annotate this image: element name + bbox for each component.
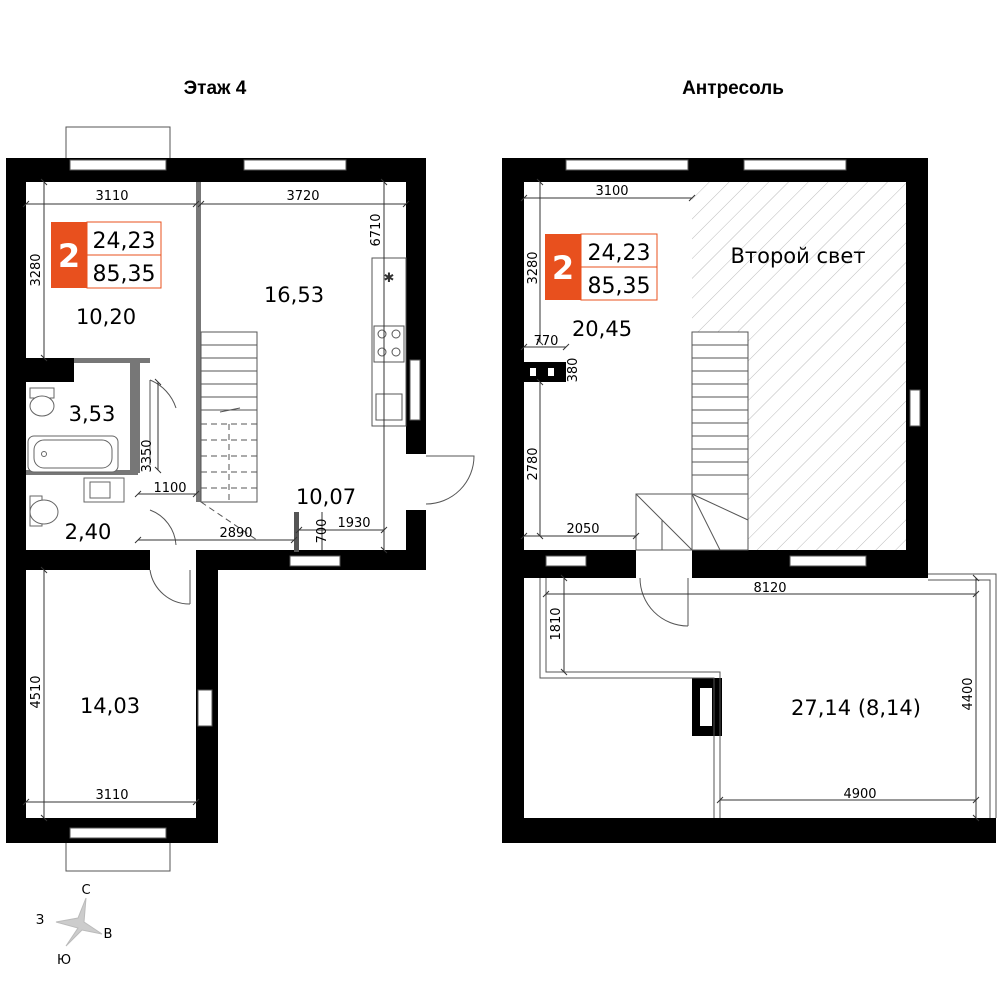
dim-label: 3280 bbox=[29, 253, 44, 286]
wall bbox=[406, 510, 426, 570]
room-area-kitchen: 16,53 bbox=[264, 283, 324, 307]
window bbox=[197, 689, 213, 727]
column bbox=[524, 362, 566, 382]
dim-label: 3100 bbox=[595, 184, 628, 199]
badge-total-area: 85,35 bbox=[93, 262, 156, 287]
second-light-label: Второй свет bbox=[730, 244, 865, 268]
window bbox=[565, 159, 689, 171]
room-area-terrace: 27,14 (8,14) bbox=[791, 696, 921, 720]
wall bbox=[502, 818, 996, 843]
dim-label: 3720 bbox=[286, 189, 319, 204]
dim-label: 700 bbox=[315, 519, 330, 544]
partition bbox=[74, 358, 150, 363]
window bbox=[789, 555, 867, 567]
window bbox=[243, 159, 347, 171]
right-plan: 3100 3280 770 380 2780 2050 8120 1810 44… bbox=[502, 158, 997, 843]
badge-living-area: 24,23 bbox=[588, 241, 651, 266]
badge-rooms-box bbox=[51, 222, 87, 288]
dim-label: 4400 bbox=[961, 677, 976, 710]
room-area-living: 10,20 bbox=[76, 305, 136, 329]
dim-label: 3350 bbox=[140, 439, 155, 472]
compass-west: З bbox=[36, 913, 44, 928]
left-plan: ✱ 3110 37 bbox=[6, 126, 475, 872]
compass: С З В Ю bbox=[36, 883, 113, 968]
room-area-mezzanine: 20,45 bbox=[572, 317, 632, 341]
wall bbox=[6, 158, 26, 843]
stair-left bbox=[200, 331, 258, 541]
balcony-bottom bbox=[65, 838, 171, 872]
window bbox=[743, 159, 847, 171]
apartment-badge-right: 2 24,23 85,35 bbox=[545, 233, 658, 301]
dim-label: 2050 bbox=[566, 522, 599, 537]
badge-rooms: 2 bbox=[552, 249, 574, 287]
terrace-door bbox=[639, 577, 689, 627]
hood-icon: ✱ bbox=[384, 270, 395, 285]
partition bbox=[294, 512, 299, 552]
dim-label: 3280 bbox=[526, 251, 541, 284]
room-area-toilet: 2,40 bbox=[65, 520, 112, 544]
wall bbox=[906, 158, 928, 578]
entrance-door bbox=[425, 455, 475, 505]
dim-label: 380 bbox=[566, 358, 581, 383]
dimension-lines-left bbox=[22, 178, 410, 822]
room-area-bedroom: 14,03 bbox=[80, 694, 140, 718]
partition bbox=[130, 363, 140, 473]
second-light-area bbox=[692, 182, 906, 550]
door-swing bbox=[149, 379, 177, 409]
floor-4-title: Этаж 4 bbox=[184, 78, 247, 99]
dim-label: 4510 bbox=[29, 675, 44, 708]
window bbox=[545, 555, 587, 567]
room-area-bathroom: 3,53 bbox=[69, 402, 116, 426]
window bbox=[909, 389, 921, 427]
dim-label: 6710 bbox=[369, 213, 384, 246]
badge-living-area: 24,23 bbox=[93, 229, 156, 254]
window bbox=[69, 159, 167, 171]
dim-label: 8120 bbox=[753, 581, 786, 596]
room-area-hall: 10,07 bbox=[296, 485, 356, 509]
compass-south: Ю bbox=[57, 953, 71, 968]
kitchen-counter: ✱ bbox=[371, 257, 407, 427]
badge-total-area: 85,35 bbox=[588, 274, 651, 299]
dim-label: 3110 bbox=[95, 189, 128, 204]
dim-label: 1100 bbox=[153, 481, 186, 496]
window bbox=[409, 359, 421, 421]
wall bbox=[26, 358, 74, 382]
mezzanine-title: Антресоль bbox=[682, 78, 784, 99]
dim-label: 2780 bbox=[526, 447, 541, 480]
balcony-top bbox=[65, 126, 171, 160]
compass-rose-icon bbox=[55, 897, 103, 947]
badge-rooms: 2 bbox=[58, 237, 80, 275]
window bbox=[289, 555, 341, 567]
dim-label: 3110 bbox=[95, 788, 128, 803]
bathroom-fixtures bbox=[27, 387, 125, 527]
dim-label: 770 bbox=[534, 334, 559, 349]
apartment-badge-left: 2 24,23 85,35 bbox=[51, 221, 162, 289]
dimension-lines-right bbox=[520, 178, 980, 822]
dim-label: 1810 bbox=[549, 607, 564, 640]
wall bbox=[6, 158, 426, 182]
dim-label: 2890 bbox=[219, 526, 252, 541]
badge-rooms-box bbox=[545, 234, 581, 300]
dim-label: 1930 bbox=[337, 516, 370, 531]
wall bbox=[502, 158, 524, 843]
compass-east: В bbox=[104, 927, 113, 942]
dim-label: 4900 bbox=[843, 787, 876, 802]
door-swing bbox=[149, 569, 191, 605]
compass-north: С bbox=[81, 883, 90, 898]
wall bbox=[26, 550, 150, 570]
stair-right bbox=[635, 331, 749, 551]
partition bbox=[196, 182, 201, 502]
terrace-railing bbox=[545, 578, 721, 818]
window bbox=[69, 827, 167, 839]
